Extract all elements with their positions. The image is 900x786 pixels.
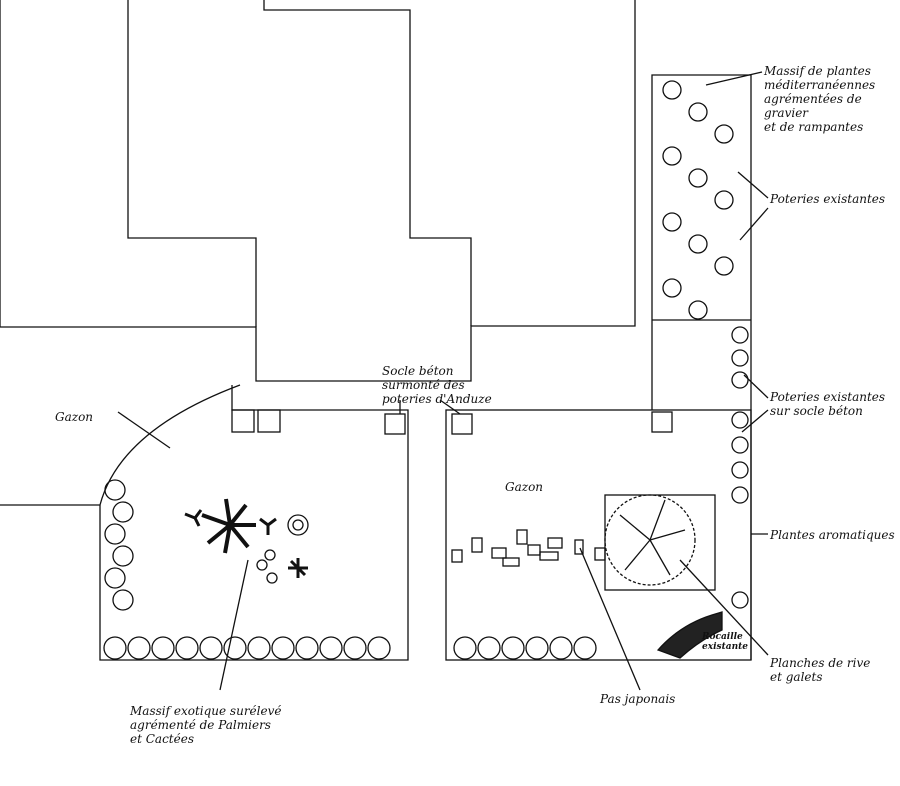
plant — [662, 146, 682, 166]
bottom-plant-row — [103, 636, 597, 660]
leader-pot-2b — [741, 409, 769, 433]
shrub — [127, 636, 151, 660]
leader-pot-1a — [737, 171, 769, 199]
plant — [688, 168, 708, 188]
rocaille — [656, 611, 723, 659]
label-massif-exotique: Massif exotique surélevé agrémenté de Pa… — [130, 704, 282, 746]
shrub — [112, 545, 134, 567]
shrub — [151, 636, 175, 660]
cactus-3 — [256, 559, 268, 571]
plant — [714, 256, 734, 276]
shrub — [199, 636, 223, 660]
pot — [731, 371, 749, 389]
socle-square-5 — [651, 411, 673, 433]
label-poteries-2: Poteries existantes sur socle béton — [770, 390, 886, 418]
shrub — [104, 479, 126, 501]
label-massif-med: Massif de plantes méditerranéennes agrém… — [764, 64, 876, 134]
plant — [688, 234, 708, 254]
large-tree-branches — [619, 499, 686, 576]
plant — [662, 80, 682, 100]
shrub — [247, 636, 271, 660]
leader-pas — [579, 547, 641, 691]
socle-square-3 — [384, 413, 406, 435]
leader-pot-2a — [743, 374, 769, 399]
house-inner-lines — [127, 0, 257, 327]
pot — [731, 436, 749, 454]
right-strip-border — [651, 74, 752, 660]
shrub — [175, 636, 199, 660]
cactus-1 — [287, 514, 309, 536]
shrub — [367, 636, 391, 660]
left-massif-border — [99, 385, 409, 661]
pas-japonais — [451, 529, 606, 567]
label-rocaille: Rocaille existante — [702, 632, 748, 652]
shrub — [112, 501, 134, 523]
plant — [688, 300, 708, 320]
socle-square-1 — [231, 409, 255, 433]
leader-massif — [705, 71, 763, 86]
planches-frame — [604, 494, 716, 591]
house-outline — [0, 0, 636, 382]
label-gazon-center: Gazon — [505, 480, 544, 494]
shrub — [104, 523, 126, 545]
shrub — [453, 636, 477, 660]
shrub — [104, 567, 126, 589]
label-poteries-1: Poteries existantes — [770, 192, 886, 206]
shrub — [223, 636, 247, 660]
lawn-curve — [0, 384, 241, 506]
shrub — [103, 636, 127, 660]
socle-square-2 — [257, 409, 281, 433]
house-inner-lines-2 — [263, 0, 472, 326]
cactus-2 — [264, 549, 276, 561]
palm-tree-2 — [184, 509, 203, 527]
palm-tree-4 — [288, 558, 308, 578]
plant — [714, 124, 734, 144]
label-aromatiques: Plantes aromatiques — [770, 528, 895, 542]
shrub — [525, 636, 549, 660]
shrub — [295, 636, 319, 660]
label-gazon-left: Gazon — [55, 410, 94, 424]
leader-planches — [679, 559, 769, 656]
plant — [688, 102, 708, 122]
palm-tree-3 — [259, 517, 277, 535]
leader-pot-1b — [739, 207, 769, 241]
right-plant-column — [662, 80, 749, 609]
shrub — [549, 636, 573, 660]
pot — [731, 326, 749, 344]
label-pas-japonais: Pas japonais — [600, 692, 676, 706]
palm-tree-1 — [201, 498, 256, 554]
pot — [731, 486, 749, 504]
left-plant-column — [104, 479, 134, 611]
socle-square-4 — [451, 413, 473, 435]
label-socle: Socle béton surmonté des poteries d'Andu… — [382, 364, 492, 406]
leader-exo — [219, 559, 249, 691]
plant — [662, 212, 682, 232]
shrub — [319, 636, 343, 660]
lawn-pointer — [117, 411, 171, 449]
plant — [662, 278, 682, 298]
pot — [731, 411, 749, 429]
pot — [731, 461, 749, 479]
shrub — [573, 636, 597, 660]
pot — [731, 349, 749, 367]
shrub — [343, 636, 367, 660]
shrub — [112, 589, 134, 611]
cactus-4 — [266, 572, 278, 584]
shrub — [477, 636, 501, 660]
shrub — [501, 636, 525, 660]
cactus-1-core — [292, 519, 304, 531]
shrub — [271, 636, 295, 660]
pot — [731, 591, 749, 609]
label-planches: Planches de rive et galets — [770, 656, 871, 684]
leader-socle-b — [439, 399, 461, 415]
plant — [714, 190, 734, 210]
